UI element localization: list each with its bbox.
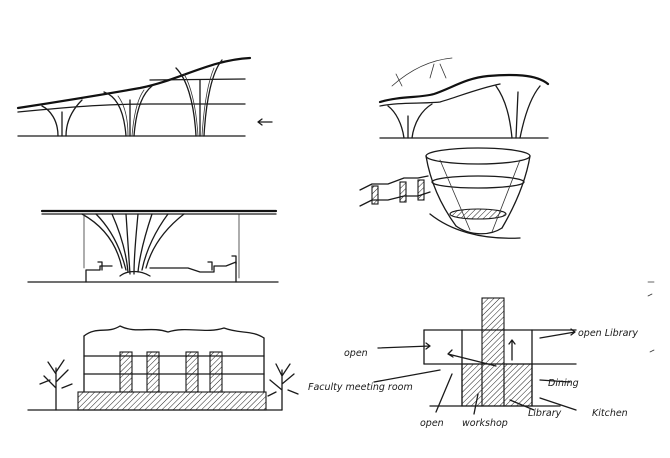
label-open-bottom: open [420, 418, 444, 429]
label-dining: Dining [548, 378, 579, 389]
canopy-section-sketch [27, 209, 279, 283]
program-diagram-sketch: open open Library Faculty meeting room D… [308, 281, 655, 429]
label-workshop: workshop [462, 418, 508, 429]
label-faculty-meeting-room: Faculty meeting room [308, 382, 413, 393]
label-kitchen: Kitchen [592, 408, 628, 419]
perspective-sketch [359, 57, 550, 239]
facade-elevation-sketch [27, 325, 299, 411]
label-library: Library [528, 408, 562, 419]
label-open-library: open Library [578, 328, 638, 339]
roof-elevation-sketch [16, 56, 273, 137]
label-open-left: open [344, 348, 368, 359]
